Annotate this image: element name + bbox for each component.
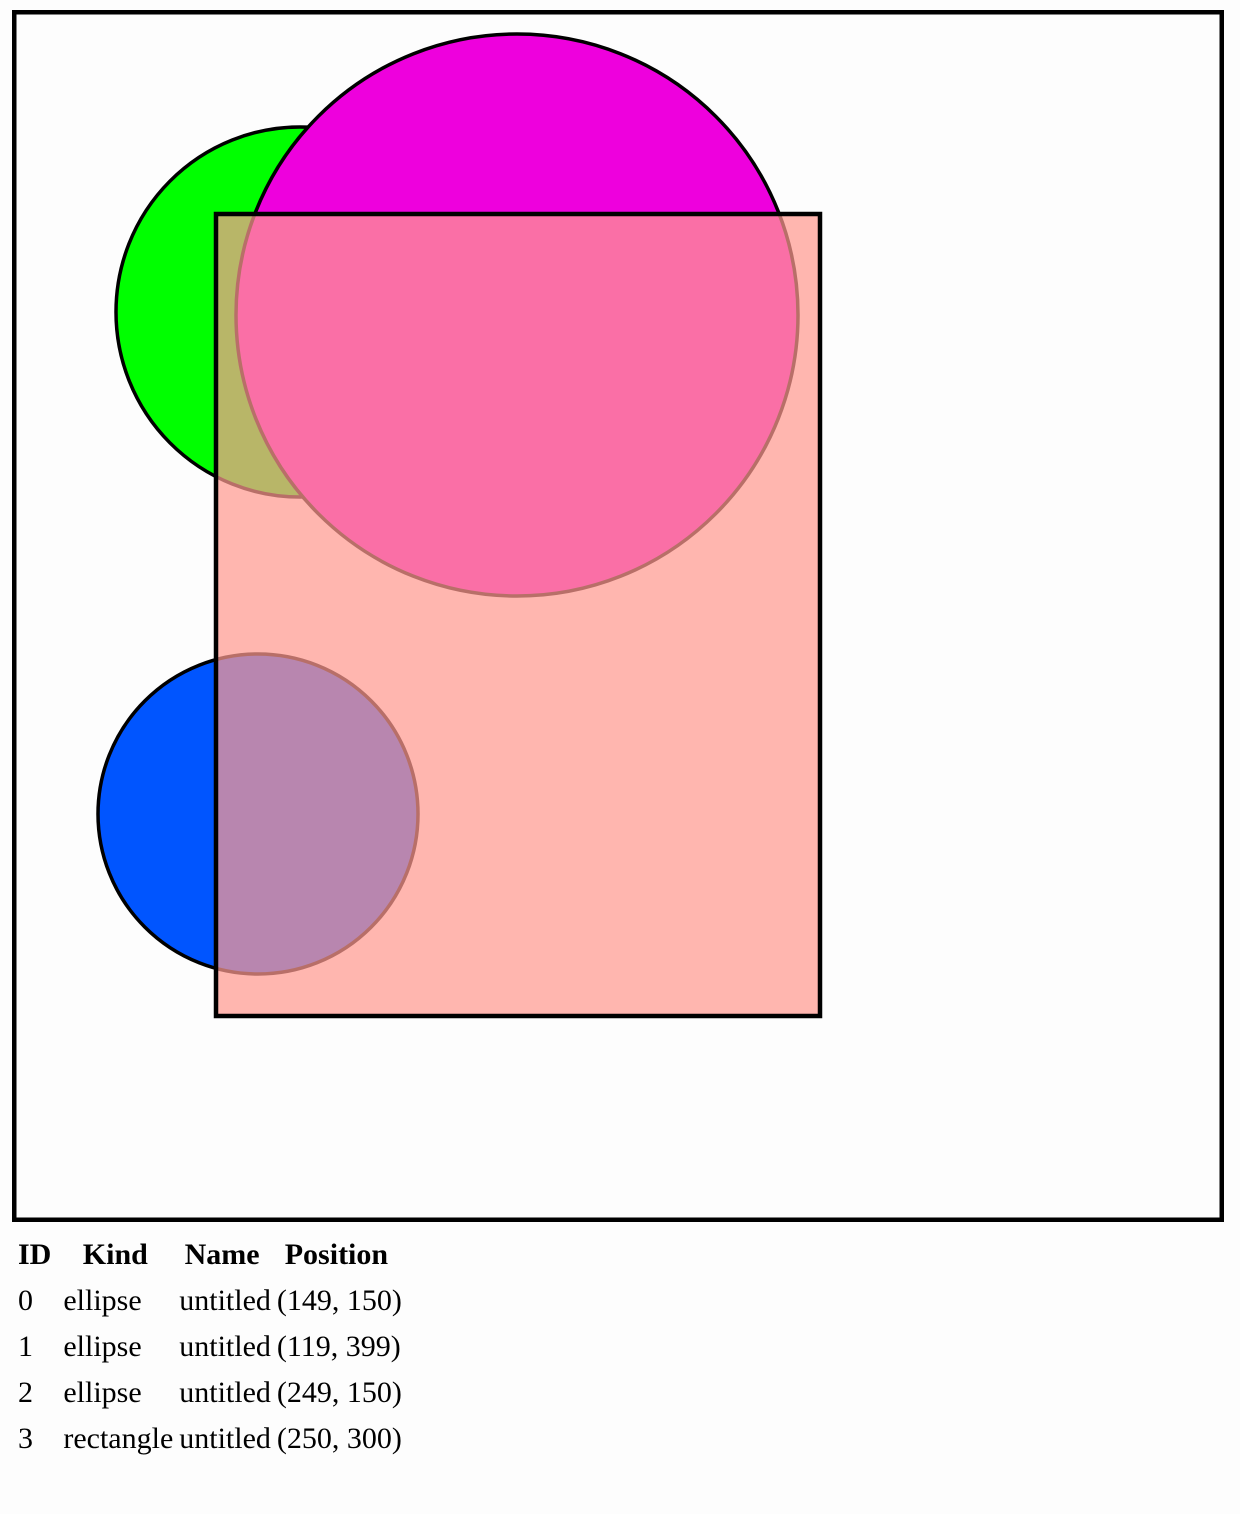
table-row[interactable]: 1 ellipse untitled (119, 399) [12,1324,402,1370]
table-row[interactable]: 3 rectangle untitled (250, 300) [12,1416,402,1462]
shape-name: untitled [179,1284,271,1317]
shape-id: 3 [18,1422,33,1455]
shape-kind: ellipse [63,1376,142,1409]
column-header-id: ID [18,1238,52,1271]
shape-name: untitled [179,1376,271,1409]
shape-id: 1 [18,1330,33,1363]
column-header-kind: Kind [82,1238,148,1271]
shape-position: (149, 150) [276,1284,402,1317]
table-row[interactable]: 0 ellipse untitled (149, 150) [12,1278,402,1324]
table-row[interactable]: 2 ellipse untitled (249, 150) [12,1370,402,1416]
shape-kind: rectangle [63,1422,174,1455]
shape-kind: ellipse [63,1330,142,1363]
canvas-svg[interactable] [12,10,1224,1222]
shape-id: 2 [18,1376,33,1409]
column-header-position: Position [284,1238,389,1271]
shape-position: (249, 150) [276,1376,402,1409]
shape-kind: ellipse [63,1284,142,1317]
shape-list-table: ID Kind Name Position 0 ellipse untitled… [12,1232,402,1462]
table-header-row: ID Kind Name Position [12,1232,402,1278]
drawing-canvas[interactable] [12,10,1224,1222]
shape-position: (119, 399) [276,1330,401,1363]
column-header-name: Name [184,1238,260,1271]
shape-3-rectangle[interactable] [213,211,823,1019]
shape-name: untitled [179,1330,271,1363]
shape-name: untitled [179,1422,271,1455]
shape-position: (250, 300) [276,1422,402,1455]
shape-id: 0 [18,1284,33,1317]
